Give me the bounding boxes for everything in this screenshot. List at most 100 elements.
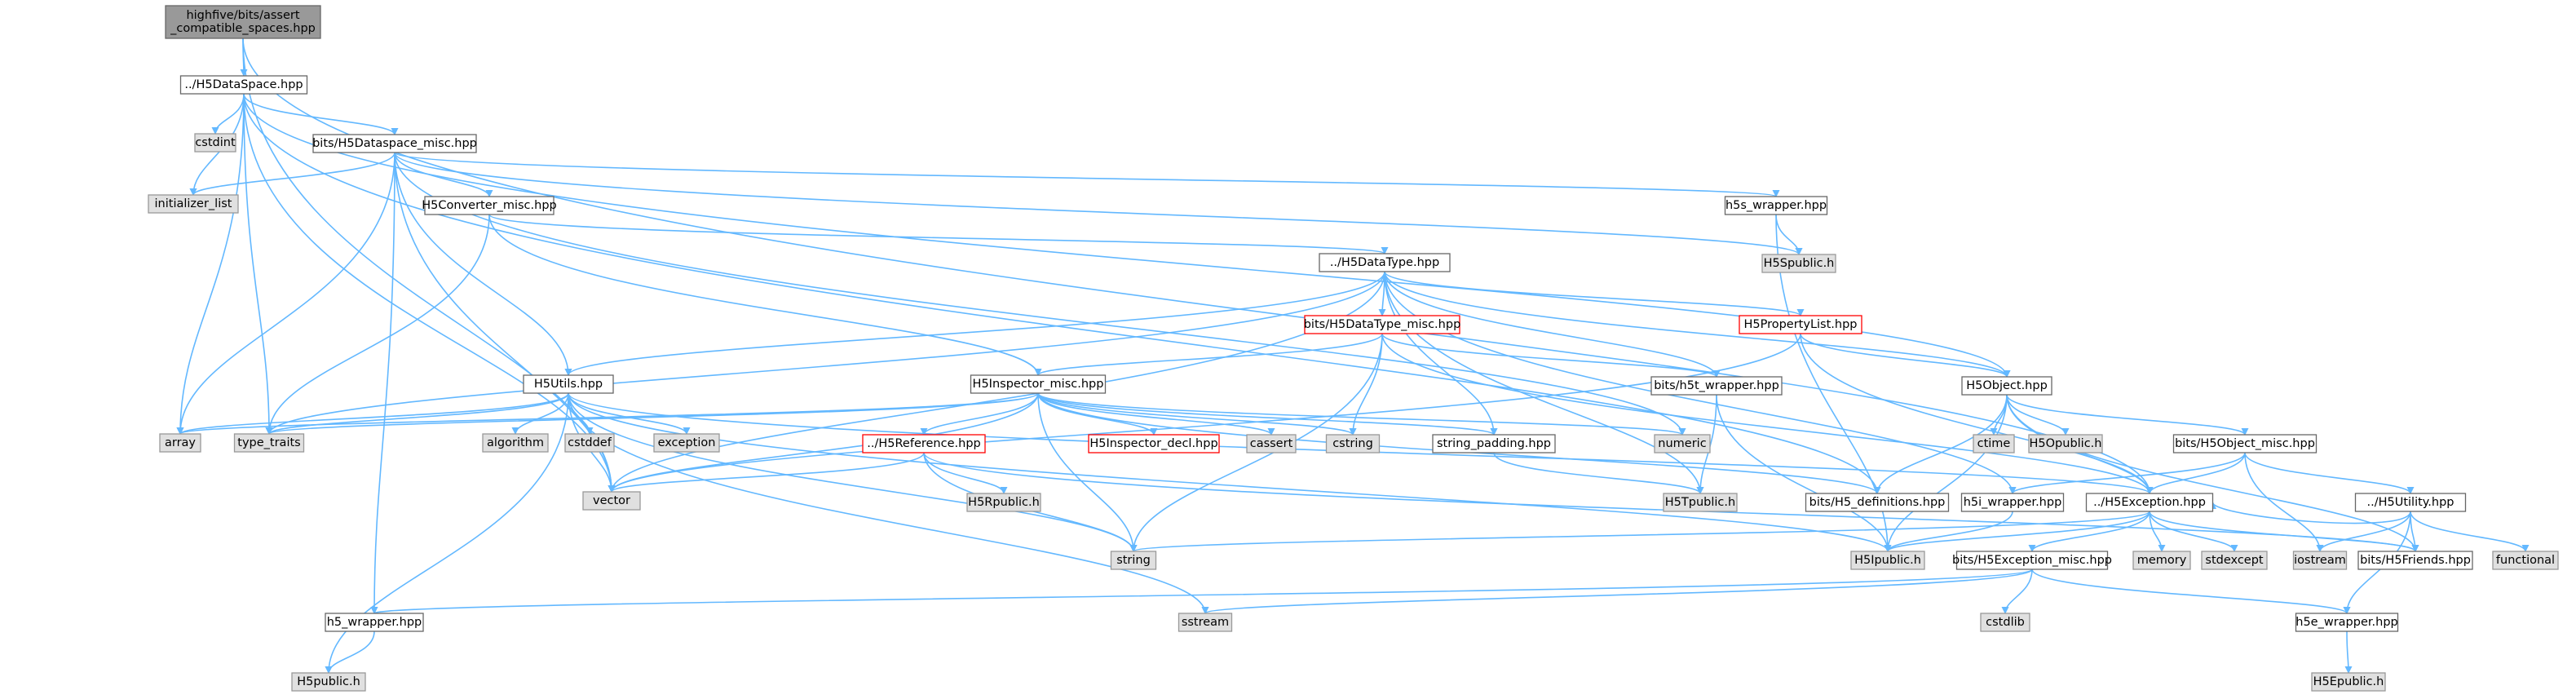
- edge-h5utility-to-functional: [2410, 511, 2530, 552]
- edge-h5dataspace-to-type_traits: [243, 93, 273, 435]
- node-h5propertylist[interactable]: H5PropertyList.hpp: [1739, 315, 1862, 334]
- node-h5inspector_misc[interactable]: H5Inspector_misc.hpp: [970, 374, 1107, 394]
- node-box-stdexcept: [2201, 551, 2268, 570]
- node-box-cstdlib: [1980, 613, 2030, 632]
- node-label-h5dataspace: ../H5DataSpace.hpp: [184, 78, 303, 91]
- edge-h5object-to-h5opublic: [2006, 394, 2070, 436]
- edge-h5object_misc-to-h5exception: [2145, 452, 2246, 494]
- node-label-h5object: H5Object.hpp: [1966, 379, 2048, 392]
- node-label-h5utility: ../H5Utility.hpp: [2366, 496, 2454, 509]
- node-h5dataspace[interactable]: ../H5DataSpace.hpp: [179, 75, 308, 95]
- node-box-h5ipublic: [1850, 551, 1925, 570]
- node-dtype_misc[interactable]: bits/H5DataType_misc.hpp: [1304, 315, 1461, 334]
- edge-h5t_wrapper-to-h5ipublic: [1716, 394, 1892, 552]
- edge-h5object-to-h5friends: [2006, 394, 2419, 552]
- node-label-initializer_list: initializer_list: [155, 197, 232, 210]
- node-label-stdexcept: stdexcept: [2205, 554, 2264, 567]
- node-dspace_misc[interactable]: bits/H5Dataspace_misc.hpp: [312, 134, 477, 153]
- node-h5converter_misc[interactable]: H5Converter_misc.hpp: [422, 196, 557, 215]
- node-box-h5reference: [862, 434, 986, 453]
- edge-h5inspector_misc-to-string: [1037, 392, 1138, 552]
- node-label-h5datatype: ../H5DataType.hpp: [1330, 256, 1439, 269]
- node-h5_definitions[interactable]: bits/H5_definitions.hpp: [1805, 493, 1950, 512]
- edge-dspace_misc-to-h5converter_misc: [394, 152, 493, 197]
- node-box-type_traits: [233, 433, 305, 453]
- node-h5e_wrapper[interactable]: h5e_wrapper.hpp: [2295, 613, 2399, 632]
- node-cstdlib: cstdlib: [1980, 613, 2030, 632]
- node-h5utils[interactable]: H5Utils.hpp: [523, 374, 614, 394]
- node-box-cstdint: [194, 133, 236, 153]
- node-h5object[interactable]: H5Object.hpp: [1961, 376, 2052, 396]
- edge-dspace_misc-to-h5utils: [394, 152, 572, 376]
- node-h5epublic: H5Epublic.h: [2311, 672, 2386, 692]
- node-memory: memory: [2132, 551, 2191, 570]
- node-label-h5public: H5public.h: [297, 675, 360, 688]
- node-label-h5converter_misc: H5Converter_misc.hpp: [422, 199, 556, 212]
- node-box-dtype_misc: [1304, 315, 1460, 334]
- node-box-string: [1110, 551, 1157, 570]
- node-label-h5i_wrapper: h5i_wrapper.hpp: [1964, 496, 2062, 509]
- node-h5reference[interactable]: ../H5Reference.hpp: [862, 434, 986, 453]
- node-label-cassert: cassert: [1250, 437, 1293, 450]
- edge-h5converter_misc-to-type_traits: [265, 214, 490, 435]
- node-label-iostream: iostream: [2294, 554, 2346, 567]
- edge-h5datatype-to-type_traits: [265, 271, 1385, 435]
- edge-h5inspector_misc-to-numeric: [1037, 392, 1686, 436]
- node-label-h5_definitions: bits/H5_definitions.hpp: [1809, 496, 1946, 509]
- node-box-h5friends: [2357, 551, 2473, 570]
- node-box-initializer_list: [148, 194, 239, 214]
- node-box-h5spublic: [1761, 254, 1836, 273]
- node-string: string: [1110, 551, 1157, 570]
- edge-h5exception-to-h5ipublic: [1884, 511, 2150, 552]
- edge-h5converter_misc-to-h5inspector_misc: [488, 214, 1042, 376]
- node-root[interactable]: highfive/bits/assert_compatible_spaces.h…: [165, 5, 321, 39]
- node-h5utility[interactable]: ../H5Utility.hpp: [2354, 493, 2467, 512]
- node-h5t_wrapper[interactable]: bits/h5t_wrapper.hpp: [1650, 376, 1783, 396]
- node-h5object_misc[interactable]: bits/H5Object_misc.hpp: [2172, 434, 2318, 453]
- edge-h5datatype-to-string_padding: [1384, 271, 1498, 436]
- edge-h5datatype-to-h5propertylist: [1384, 271, 1805, 316]
- edge-h5utils-to-array: [176, 392, 569, 435]
- node-box-h5epublic: [2311, 672, 2386, 692]
- node-stdexcept: stdexcept: [2201, 551, 2268, 570]
- node-label-h5tpublic: H5Tpublic.h: [1665, 496, 1735, 509]
- node-label-h5rpublic: H5Rpublic.h: [968, 496, 1040, 509]
- node-label-root: highfive/bits/assert: [186, 9, 299, 22]
- node-box-numeric: [1654, 434, 1711, 453]
- node-h5inspector_decl[interactable]: H5Inspector_decl.hpp: [1088, 434, 1220, 453]
- node-box-root: [165, 5, 321, 39]
- node-h5tpublic: H5Tpublic.h: [1663, 493, 1738, 512]
- node-box-h5tpublic: [1663, 493, 1738, 512]
- node-box-h5inspector_decl: [1088, 434, 1220, 453]
- edge-h5_wrapper-to-h5public: [325, 630, 375, 674]
- node-box-h5t_wrapper: [1650, 376, 1783, 396]
- edge-h5exception-to-h5exception_misc: [2028, 511, 2150, 552]
- node-h5i_wrapper[interactable]: h5i_wrapper.hpp: [1960, 493, 2065, 512]
- node-label-cstring: cstring: [1332, 437, 1373, 450]
- node-h5_wrapper[interactable]: h5_wrapper.hpp: [325, 613, 424, 632]
- node-box-sstream: [1178, 613, 1233, 632]
- node-h5friends[interactable]: bits/H5Friends.hpp: [2357, 551, 2473, 570]
- node-label-vector: vector: [593, 494, 630, 507]
- node-label-dtype_misc: bits/H5DataType_misc.hpp: [1304, 318, 1461, 331]
- node-h5datatype[interactable]: ../H5DataType.hpp: [1319, 253, 1451, 272]
- nodes-layer: highfive/bits/assert_compatible_spaces.h…: [148, 5, 2559, 692]
- node-h5exception[interactable]: ../H5Exception.hpp: [2085, 493, 2214, 512]
- node-cstdint: cstdint: [194, 133, 236, 153]
- node-box-h5e_wrapper: [2295, 613, 2399, 632]
- edge-h5dataspace-to-initializer_list: [189, 93, 245, 196]
- node-label-numeric: numeric: [1658, 437, 1706, 450]
- node-label-array: array: [165, 436, 196, 449]
- edge-h5i_wrapper-to-h5ipublic: [1884, 511, 2013, 552]
- node-h5exception_misc[interactable]: bits/H5Exception_misc.hpp: [1952, 551, 2112, 570]
- node-label-h5utils: H5Utils.hpp: [534, 378, 603, 391]
- node-h5s_wrapper[interactable]: h5s_wrapper.hpp: [1724, 196, 1828, 215]
- node-string_padding[interactable]: string_padding.hpp: [1432, 434, 1556, 453]
- edge-h5datatype-to-h5t_wrapper: [1384, 271, 1721, 378]
- node-label-h5e_wrapper: h5e_wrapper.hpp: [2295, 616, 2397, 629]
- edge-h5inspector_misc-to-h5reference: [920, 392, 1039, 436]
- node-box-h5object_misc: [2172, 434, 2318, 453]
- edge-dspace_misc-to-h5s_wrapper: [394, 152, 1779, 197]
- node-label-h5inspector_decl: H5Inspector_decl.hpp: [1089, 437, 1217, 450]
- edge-dspace_misc-to-array: [176, 152, 395, 435]
